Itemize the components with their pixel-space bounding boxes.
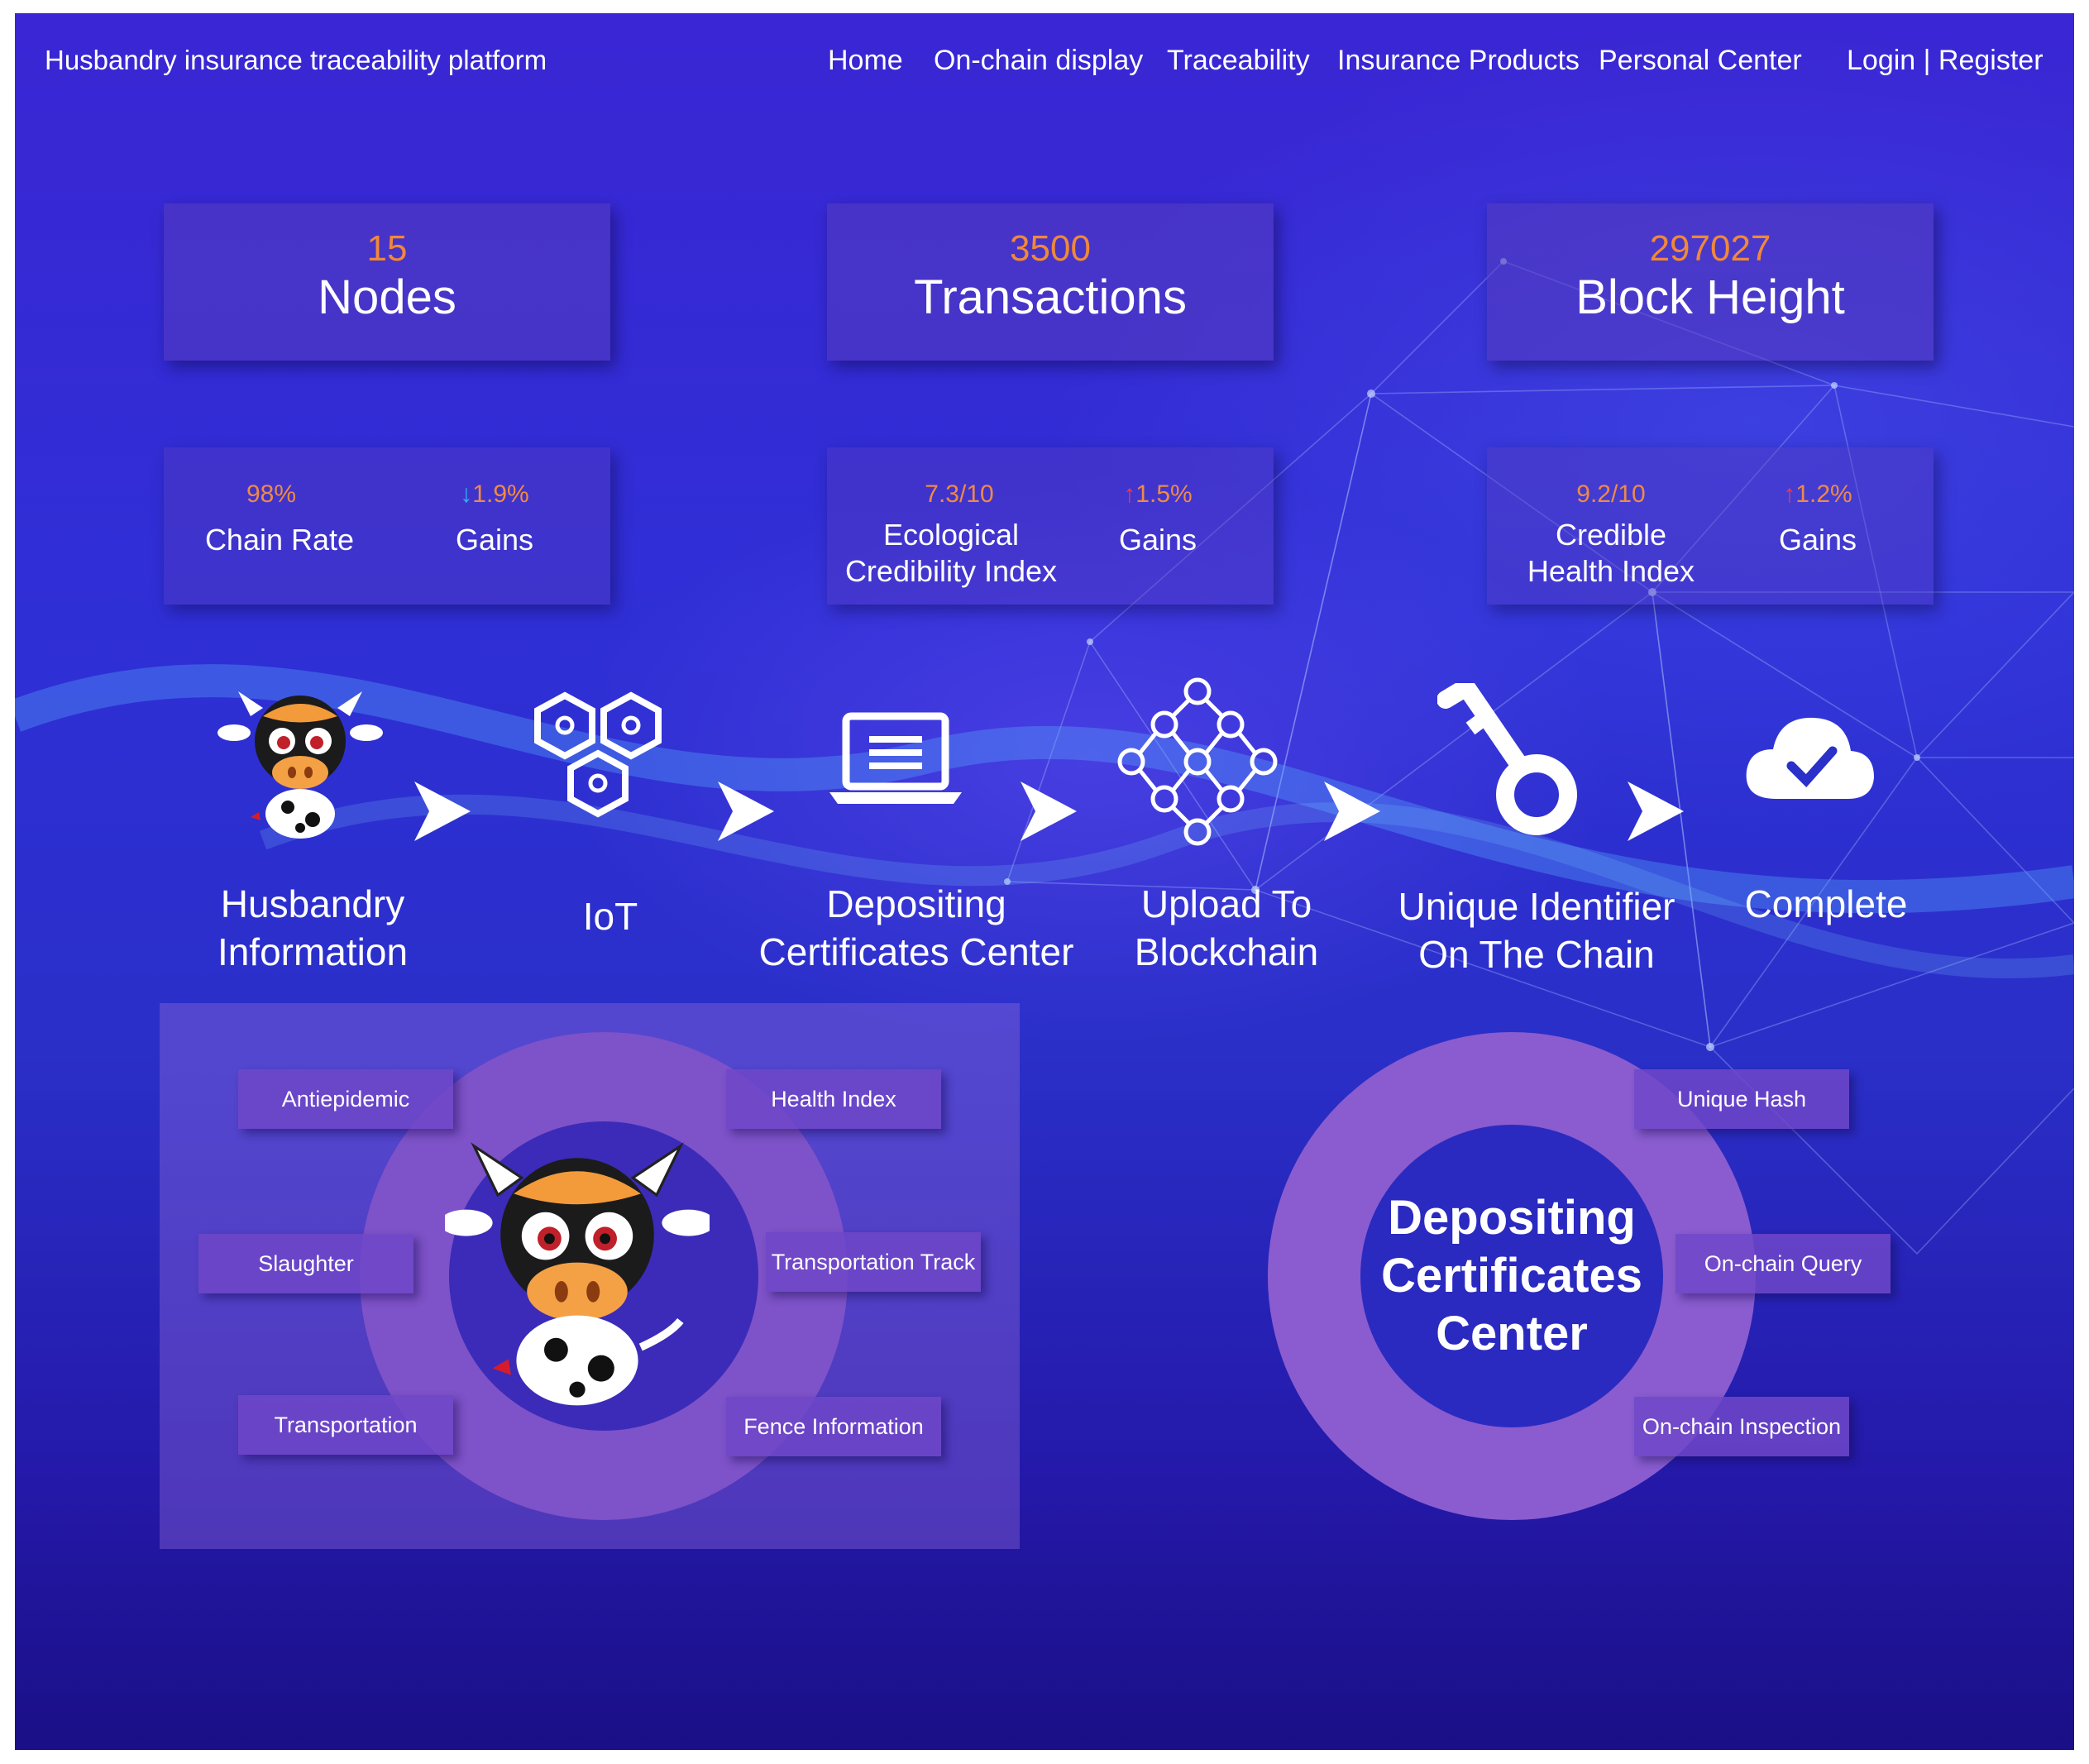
tag-antiepidemic[interactable]: Antiepidemic [238,1069,453,1129]
arrow-up-icon: ↑ [1783,480,1796,508]
chevron-right-icon [1324,782,1380,841]
stat-value: 3500 [1010,228,1091,269]
stat-card-nodes: 15 Nodes [164,203,610,361]
chain-links-icon [1117,677,1278,846]
stat-label: Nodes [318,270,457,324]
tag-on-chain-inspection[interactable]: On-chain Inspection [1634,1397,1849,1456]
cow-mascot-icon [445,1142,710,1406]
brand-title: Husbandry insurance traceability platfor… [45,45,547,75]
flow-step-iot: IoT [582,895,638,938]
chevron-right-icon [1021,782,1077,841]
arrow-up-icon: ↑ [1123,480,1136,508]
background-network-decoration [15,258,2074,1255]
stat-card-transactions: 3500 Transactions [827,203,1274,361]
nav-on-chain-display[interactable]: On-chain display [934,45,1144,76]
gain-label: Gains [1118,523,1197,557]
gain-value: ↑1.2% [1783,480,1852,508]
tag-transportation-track[interactable]: Transportation Track [766,1232,981,1292]
index-value: 7.3/10 [925,480,994,508]
tag-on-chain-query[interactable]: On-chain Query [1676,1234,1891,1293]
tag-transportation[interactable]: Transportation [238,1395,453,1455]
chevron-right-icon [414,782,471,841]
laptop-icon [829,712,962,804]
cloud-check-icon [1746,717,1874,799]
chevron-right-icon [1628,782,1684,841]
nav-traceability[interactable]: Traceability [1167,45,1310,76]
arrow-down-icon: ↓ [460,480,473,508]
gain-value: ↓1.9% [460,480,529,508]
stat-value: 297027 [1649,228,1771,269]
key-icon [1437,683,1577,835]
tag-slaughter[interactable]: Slaughter [198,1234,413,1293]
tag-fence-information[interactable]: Fence Information [726,1397,941,1456]
login-register-link[interactable]: Login | Register [1847,45,2044,76]
flow-step-complete: Complete [1744,882,1908,925]
app-window: Husbandry insurance traceability platfor… [15,13,2074,1750]
gain-value: ↑1.5% [1123,480,1193,508]
cow-mascot-icon [218,691,383,839]
stat-label: Block Height [1575,270,1845,324]
tag-unique-hash[interactable]: Unique Hash [1634,1069,1849,1129]
index-value: 98% [246,480,297,508]
gain-label: Gains [455,523,534,557]
nav-personal-center[interactable]: Personal Center [1599,45,1802,76]
gain-label: Gains [1778,523,1857,557]
index-card-chain-rate: 98% Chain Rate ↓1.9% Gains [164,447,610,605]
index-label: Chain Rate [204,523,355,557]
stat-value: 15 [366,228,408,269]
nav-home[interactable]: Home [828,45,903,76]
inner-circle [1360,1125,1663,1427]
stat-card-block-height: 297027 Block Height [1487,203,1934,361]
stat-label: Transactions [914,270,1187,324]
chevron-right-icon [718,782,774,841]
nav-insurance-products[interactable]: Insurance Products [1337,45,1580,76]
tag-health-index[interactable]: Health Index [726,1069,941,1129]
hexagon-cluster-icon [534,691,662,818]
index-value: 9.2/10 [1576,480,1646,508]
